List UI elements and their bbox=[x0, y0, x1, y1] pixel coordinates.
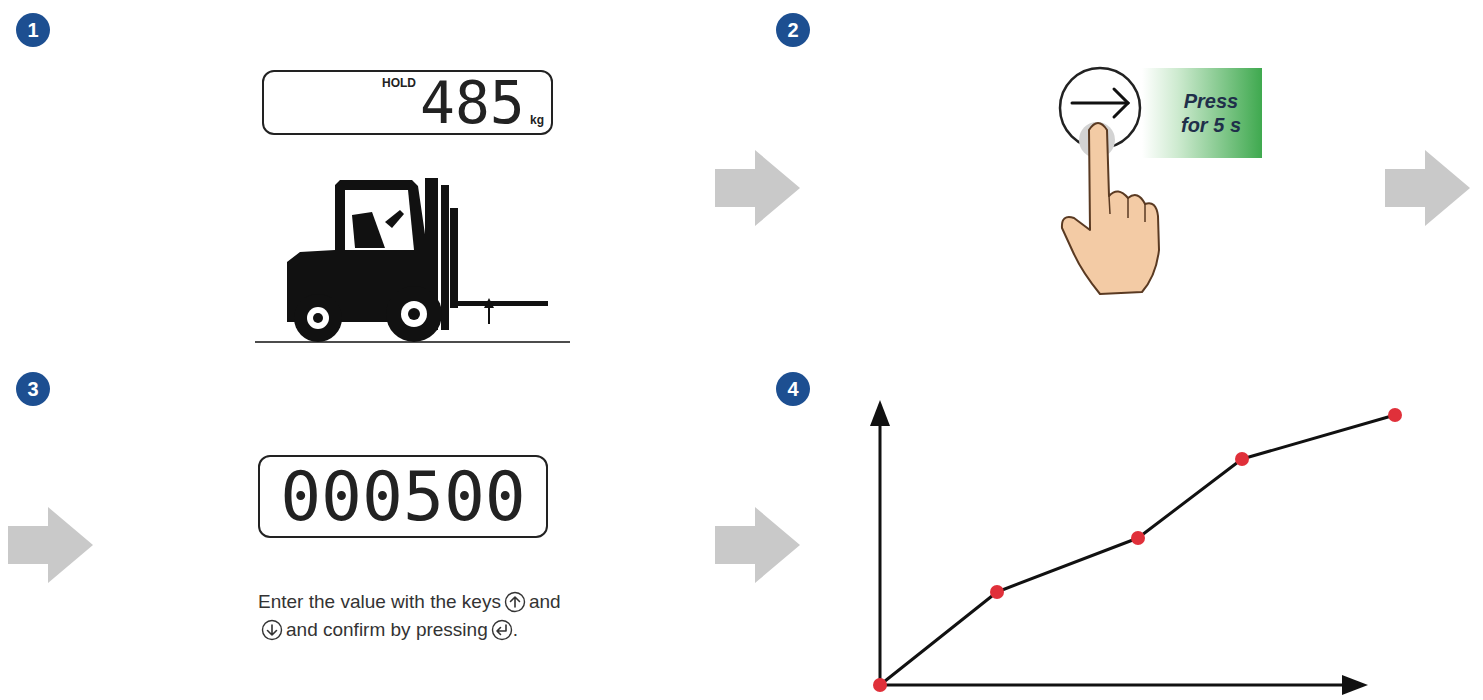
weight-value: 485 bbox=[420, 74, 525, 132]
flow-arrow bbox=[715, 150, 800, 226]
press-instruction: Press for 5 s bbox=[1172, 89, 1250, 137]
instruction-text: . bbox=[513, 619, 518, 640]
flow-arrow bbox=[1385, 150, 1470, 226]
entry-value: 000500 bbox=[280, 463, 526, 531]
instruction-text: and confirm by pressing bbox=[286, 619, 488, 640]
key-icon bbox=[491, 619, 513, 641]
step-badge bbox=[16, 13, 50, 47]
forklift bbox=[287, 178, 548, 342]
step-badge bbox=[776, 372, 810, 406]
calibration-graph bbox=[870, 400, 1402, 695]
step-number: 2 bbox=[776, 13, 810, 47]
step-badge bbox=[776, 13, 810, 47]
hold-indicator: HOLD bbox=[382, 77, 416, 89]
weight-display: HOLD 485 kg bbox=[262, 70, 553, 135]
instruction-line: and confirm by pressing. bbox=[258, 616, 561, 644]
instruction-text: and bbox=[529, 591, 561, 612]
ground-line bbox=[255, 341, 570, 343]
key-arrow bbox=[1072, 89, 1128, 117]
instruction: Enter the value with the keys and and conf… bbox=[258, 588, 561, 644]
press-tag: Press for 5 s bbox=[1142, 68, 1262, 158]
lift-arrow bbox=[484, 298, 494, 324]
step-number: 3 bbox=[16, 372, 50, 406]
knuckle-lines bbox=[1109, 196, 1145, 222]
instruction-text: Enter the value with the keys bbox=[258, 591, 501, 612]
instruction-line: Enter the value with the keys and bbox=[258, 588, 561, 616]
value-display: 000500 bbox=[258, 455, 548, 538]
flow-arrow bbox=[8, 507, 93, 583]
step-number: 1 bbox=[16, 13, 50, 47]
key-icon bbox=[504, 591, 526, 613]
step-badge bbox=[16, 372, 50, 406]
step-number: 4 bbox=[776, 372, 810, 406]
key-icon bbox=[261, 619, 283, 641]
unit-label: kg bbox=[530, 114, 544, 126]
flow-arrow bbox=[715, 507, 800, 583]
